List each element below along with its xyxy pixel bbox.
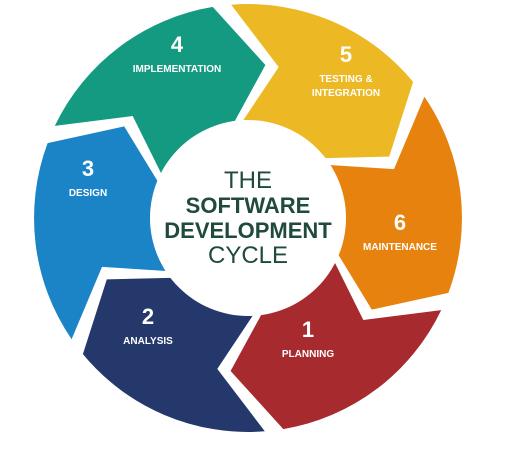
- segment-2-number: 2: [142, 304, 154, 329]
- segment-4-shape: [54, 6, 266, 178]
- segment-3-label-line-1: DESIGN: [69, 188, 107, 199]
- segment-5-label-line-2: INTEGRATION: [312, 88, 380, 99]
- segment-5-number: 5: [340, 42, 352, 67]
- segment-1-shape: [230, 258, 442, 430]
- center-title-line-3: DEVELOPMENT: [164, 218, 332, 243]
- segment-1-number: 1: [302, 317, 314, 342]
- segment-5-label-line-1: TESTING &: [319, 74, 372, 85]
- segment-6-number: 6: [394, 210, 406, 235]
- segment-2-shape: [82, 277, 265, 432]
- center-title-line-4: CYCLE: [208, 242, 288, 269]
- center-circle: [150, 120, 346, 316]
- segment-2-label-line-1: ANALYSIS: [123, 336, 173, 347]
- segment-4-number: 4: [171, 32, 184, 57]
- segment-3-shape: [34, 126, 171, 340]
- segment-6-label-line-1: MAINTENANCE: [363, 242, 437, 253]
- segment-6-shape: [325, 96, 462, 310]
- segment-3-number: 3: [82, 156, 94, 181]
- segment-5-shape: [231, 4, 414, 159]
- center-title: THE SOFTWARE DEVELOPMENT CYCLE: [164, 167, 332, 269]
- center-title-line-1: THE: [224, 167, 272, 194]
- segment-1-label-line-1: PLANNING: [282, 349, 334, 360]
- center-title-line-2: SOFTWARE: [186, 193, 311, 218]
- segment-4-label-line-1: IMPLEMENTATION: [133, 64, 222, 75]
